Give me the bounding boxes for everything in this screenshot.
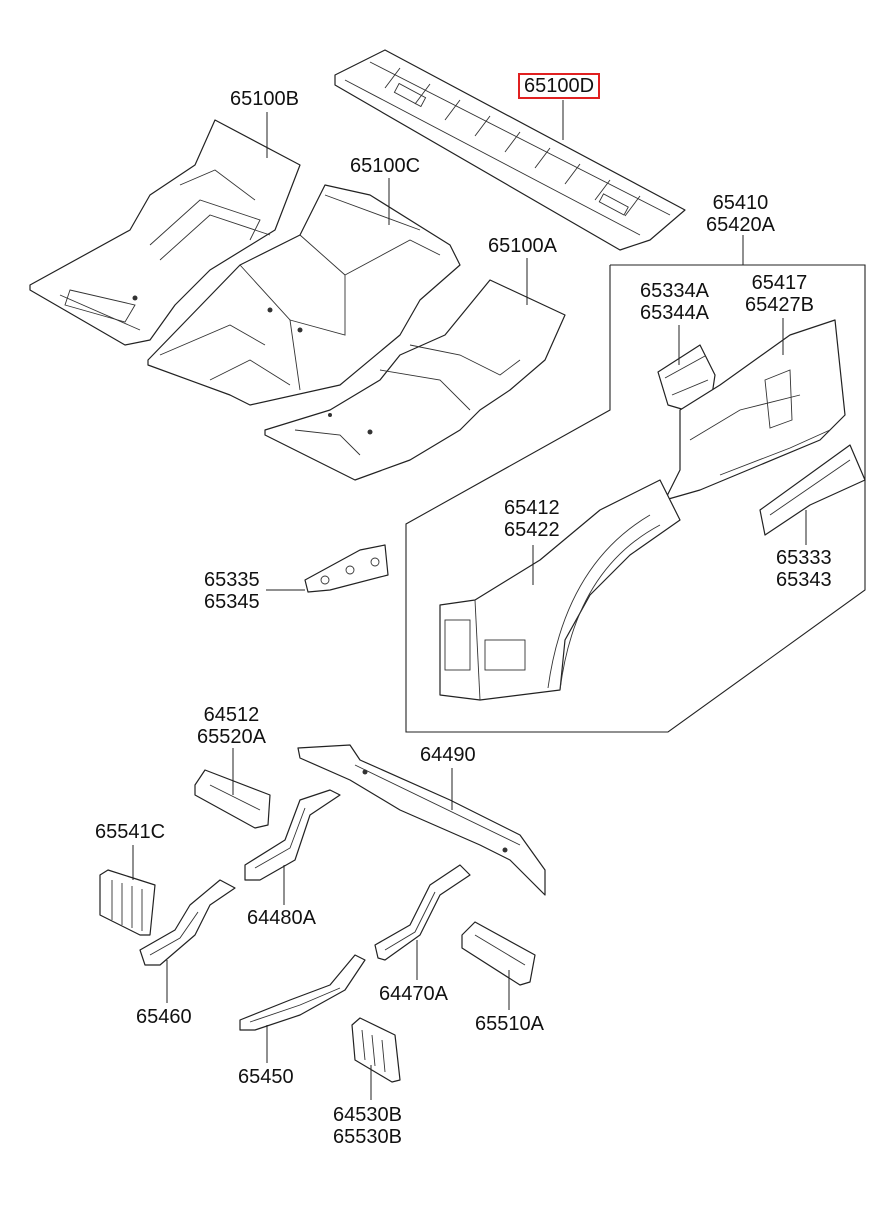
- part-65541c-panel[interactable]: [99, 869, 156, 936]
- label-65427b: 65427B: [745, 294, 814, 316]
- label-64512: 64512: [203, 704, 260, 726]
- label-65410-group[interactable]: 65410 65420A: [706, 192, 775, 236]
- part-65100a-front-floor-right[interactable]: [264, 279, 566, 481]
- label-64490[interactable]: 64490: [420, 744, 476, 766]
- label-65344a: 65344A: [640, 302, 709, 324]
- label-65410: 65410: [712, 192, 769, 214]
- label-65334a: 65334A: [640, 280, 709, 302]
- label-65333: 65333: [776, 547, 832, 569]
- label-65100a[interactable]: 65100A: [488, 235, 557, 257]
- part-65335-bracket[interactable]: [304, 544, 389, 593]
- label-64530b: 64530B: [333, 1104, 402, 1126]
- label-65530b: 65530B: [333, 1126, 402, 1148]
- part-65100c-center-floor[interactable]: [147, 184, 461, 406]
- label-65510a[interactable]: 65510A: [475, 1013, 544, 1035]
- part-64490-crossmember[interactable]: [297, 744, 546, 896]
- label-65541c[interactable]: 65541C: [95, 821, 166, 843]
- label-65417-group[interactable]: 65417 65427B: [745, 272, 814, 316]
- label-64512-group[interactable]: 64512 65520A: [197, 704, 266, 748]
- part-65333-rail-bracket[interactable]: [759, 444, 866, 536]
- label-65100c[interactable]: 65100C: [350, 155, 421, 177]
- label-65343: 65343: [776, 569, 832, 591]
- label-65460[interactable]: 65460: [136, 1006, 192, 1028]
- label-64470a[interactable]: 64470A: [379, 983, 448, 1005]
- assembly-bracket-box: [405, 264, 866, 733]
- label-65412-group[interactable]: 65412 65422: [504, 497, 560, 541]
- part-65100b-front-floor-left[interactable]: [29, 119, 301, 346]
- label-65450[interactable]: 65450: [238, 1066, 294, 1088]
- label-65417: 65417: [751, 272, 808, 294]
- part-65450-rear-member[interactable]: [239, 954, 366, 1031]
- label-65100b[interactable]: 65100B: [230, 88, 299, 110]
- label-64480a[interactable]: 64480A: [247, 907, 316, 929]
- label-65100d[interactable]: 65100D: [518, 73, 601, 99]
- part-65412-quarter-inner-lower[interactable]: [439, 479, 681, 701]
- part-64512-reinforcement[interactable]: [194, 769, 271, 829]
- label-65520a: 65520A: [197, 726, 266, 748]
- leader-lines: [132, 100, 807, 1100]
- label-65412: 65412: [504, 497, 560, 519]
- part-65510a-reinforcement[interactable]: [461, 921, 536, 986]
- part-64470a-rear-member[interactable]: [374, 864, 471, 961]
- label-65420a: 65420A: [706, 214, 775, 236]
- part-64480a-side-member[interactable]: [244, 789, 341, 881]
- label-65345: 65345: [204, 591, 260, 613]
- label-65422: 65422: [504, 519, 560, 541]
- part-65460-side-member[interactable]: [139, 879, 236, 966]
- label-65334a-group[interactable]: 65334A 65344A: [640, 280, 709, 324]
- label-65335: 65335: [204, 569, 260, 591]
- label-65335-group[interactable]: 65335 65345: [204, 569, 260, 613]
- part-65417-quarter-inner-upper[interactable]: [664, 319, 846, 501]
- part-65100d-rear-floor-panel[interactable]: [334, 49, 686, 251]
- part-64530b-panel[interactable]: [351, 1017, 401, 1083]
- label-65333-group[interactable]: 65333 65343: [776, 547, 832, 591]
- label-64530b-group[interactable]: 64530B 65530B: [333, 1104, 402, 1148]
